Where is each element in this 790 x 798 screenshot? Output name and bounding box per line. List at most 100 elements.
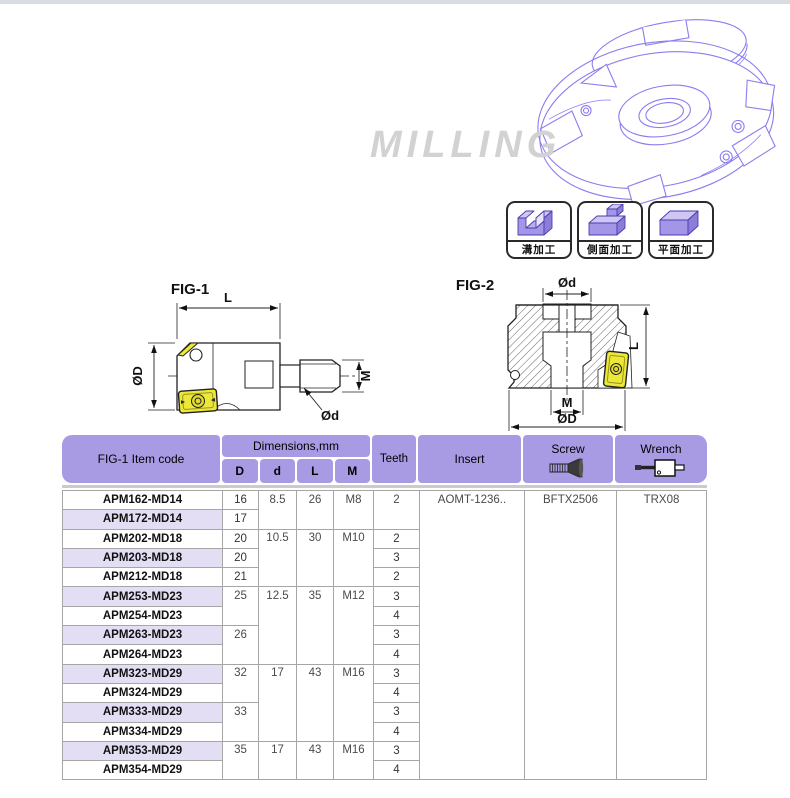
spec-cell: 10.5 xyxy=(258,528,297,588)
machining-label-face: 平面加工 xyxy=(650,240,712,257)
machining-icons: 溝加工 側面加工 平面加工 xyxy=(506,201,714,259)
fig2-dim-M: M xyxy=(562,395,573,410)
wrench-value-cell: TRX08 xyxy=(616,489,707,781)
spec-cell: 43 xyxy=(296,740,334,781)
header-dimensions-group: Dimensions,mm D d L M xyxy=(222,435,370,483)
spec-cell: 2 xyxy=(373,490,420,530)
spec-cell: 26 xyxy=(296,490,334,530)
spec-cell: 17 xyxy=(258,663,297,742)
fig1-dim-L: L xyxy=(224,290,232,305)
header-dim-M: M xyxy=(334,459,370,483)
spec-cell: M16 xyxy=(333,740,374,781)
spec-cell: 32 xyxy=(222,663,259,704)
spec-cell: 3 xyxy=(373,702,420,723)
machining-label-side: 側面加工 xyxy=(579,240,641,257)
item-code-cell: APM353-MD29 xyxy=(62,740,223,762)
spec-cell: 16 xyxy=(222,489,259,511)
slot-machining-icon xyxy=(517,210,553,235)
fig1-title: FIG-1 xyxy=(171,281,209,298)
header-wrench: Wrench xyxy=(615,435,707,483)
header-wrench-label: Wrench xyxy=(640,442,682,456)
header-teeth: Teeth xyxy=(372,435,416,483)
spec-cell: 35 xyxy=(222,740,259,781)
spec-cell: 2 xyxy=(373,528,420,549)
fig2-insert xyxy=(602,350,630,389)
item-code-cell: APM162-MD14 xyxy=(62,489,223,511)
item-code-cell: APM334-MD29 xyxy=(62,721,223,742)
spec-cell: 17 xyxy=(222,509,259,530)
spec-cell: 30 xyxy=(296,528,334,588)
item-code-cell: APM323-MD29 xyxy=(62,663,223,684)
fig1-dim-M: M xyxy=(358,371,373,382)
item-code-cell: APM202-MD18 xyxy=(62,528,223,549)
spec-table-header: FIG-1 Item code Dimensions,mm D d L M Te… xyxy=(62,435,707,483)
spec-cell: 3 xyxy=(373,740,420,762)
machining-box-slot: 溝加工 xyxy=(506,201,572,259)
spec-cell: 3 xyxy=(373,625,420,646)
spec-cell: 2 xyxy=(373,567,420,588)
header-dimensions: Dimensions,mm xyxy=(222,435,370,457)
item-code-cell: APM264-MD23 xyxy=(62,644,223,665)
header-screw: Screw xyxy=(523,435,613,483)
item-code-cell: APM172-MD14 xyxy=(62,509,223,530)
spec-cell: 33 xyxy=(222,702,259,742)
spec-cell: 4 xyxy=(373,644,420,665)
spec-cell: 4 xyxy=(373,721,420,742)
header-dim-D: D xyxy=(222,459,258,483)
face-machining-icon xyxy=(659,210,699,235)
fig2-dim-OD: ØD xyxy=(557,411,577,426)
spec-cell: 21 xyxy=(222,567,259,588)
spec-cell: 4 xyxy=(373,605,420,627)
header-insert: Insert xyxy=(418,435,521,483)
insert-value-cell: AOMT-1236.. xyxy=(419,489,525,781)
spec-cell: 3 xyxy=(373,663,420,684)
fig1-drawing: FIG-1 L ØD M Ød xyxy=(132,281,373,423)
header-separator xyxy=(62,485,707,488)
item-code-cell: APM254-MD23 xyxy=(62,605,223,627)
spec-table: FIG-1 Item code Dimensions,mm D d L M Te… xyxy=(62,435,707,781)
top-border-strip xyxy=(0,0,790,4)
spec-cell: 4 xyxy=(373,682,420,704)
fig1-dim-OD: ØD xyxy=(132,366,145,386)
spec-cell: 20 xyxy=(222,547,259,569)
spec-cell: 3 xyxy=(373,547,420,569)
fig2-dim-Od: Ød xyxy=(558,275,576,290)
header-item-code: FIG-1 Item code xyxy=(62,435,220,483)
header-dim-L: L xyxy=(297,459,333,483)
spec-cell: 20 xyxy=(222,528,259,549)
side-machining-icon xyxy=(588,203,626,235)
fig2-drawing: FIG-2 Ød L M ØD xyxy=(456,275,650,431)
item-code-cell: APM333-MD29 xyxy=(62,702,223,723)
spec-cell: 12.5 xyxy=(258,586,297,665)
spec-cell: 25 xyxy=(222,586,259,627)
fig2-title: FIG-2 xyxy=(456,277,494,294)
spec-cell: M10 xyxy=(333,528,374,588)
fig2-dim-L: L xyxy=(626,342,641,350)
spec-cell: 17 xyxy=(258,740,297,781)
spec-cell: 8.5 xyxy=(258,490,297,530)
item-code-cell: APM203-MD18 xyxy=(62,547,223,569)
fig1-dim-Od: Ød xyxy=(321,408,339,423)
spec-cell: M12 xyxy=(333,586,374,665)
spec-cell: 3 xyxy=(373,586,420,607)
spec-cell: 4 xyxy=(373,760,420,781)
milling-watermark: MILLING xyxy=(370,124,562,166)
header-dim-d: d xyxy=(259,459,295,483)
item-code-cell: APM263-MD23 xyxy=(62,625,223,646)
screw-value-cell: BFTX2506 xyxy=(524,489,617,781)
face-mill-illustration xyxy=(537,19,776,207)
item-code-cell: APM354-MD29 xyxy=(62,760,223,781)
machining-box-face: 平面加工 xyxy=(648,201,714,259)
spec-cell: 35 xyxy=(296,586,334,665)
item-code-cell: APM324-MD29 xyxy=(62,682,223,704)
